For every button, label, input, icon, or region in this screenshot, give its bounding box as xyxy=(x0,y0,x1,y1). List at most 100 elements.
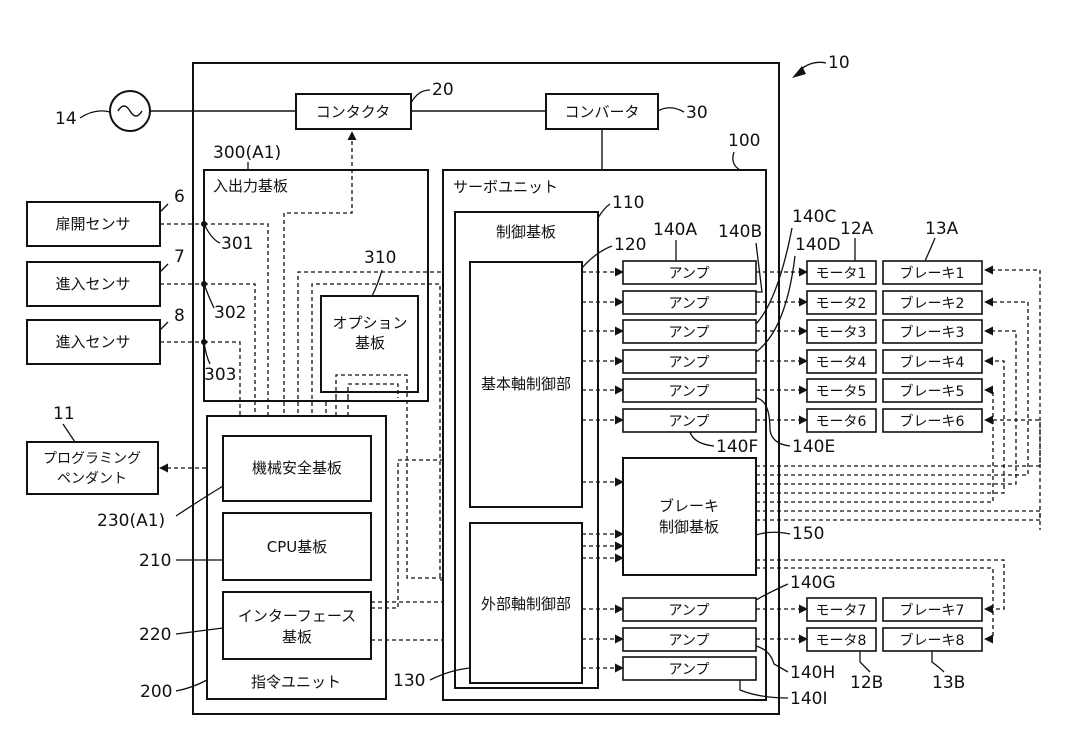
pendant-leader xyxy=(62,423,76,443)
command-unit-num: 200 xyxy=(140,682,172,702)
amp: アンプ xyxy=(622,349,757,374)
motor: モータ8 xyxy=(806,627,877,652)
amp-num: 140E xyxy=(792,437,835,457)
brake: ブレーキ8 xyxy=(882,627,983,652)
contactor-num: 20 xyxy=(432,80,454,100)
frame-arrow-icon xyxy=(792,66,806,78)
sensor-leader xyxy=(159,321,169,331)
amp-leader xyxy=(755,227,793,325)
interface-line2: 基板 xyxy=(282,628,312,646)
amp-leader xyxy=(755,255,796,353)
junction-leader xyxy=(203,223,221,244)
brake-label: ブレーキ1 xyxy=(900,265,965,282)
junction-leader xyxy=(203,341,211,365)
basic-axis-leader xyxy=(581,245,613,269)
amp-leader xyxy=(755,397,791,447)
servo-unit-num: 100 xyxy=(728,131,760,151)
brake-label: ブレーキ3 xyxy=(900,324,965,341)
brake-signal-lines xyxy=(756,265,1041,644)
external-axis-num: 130 xyxy=(393,671,425,691)
sensor-label: 扉開センサ xyxy=(55,215,130,233)
motor: モータ4 xyxy=(806,349,877,374)
amp-leader xyxy=(755,583,789,601)
amp-num: 140D xyxy=(795,235,841,255)
brake-board-line2: 制御基板 xyxy=(659,518,719,536)
brake-label: ブレーキ5 xyxy=(900,383,965,400)
cpu-board-label: CPU基板 xyxy=(267,538,328,556)
safety-board: 機械安全基板 xyxy=(222,435,372,502)
brake-group-num: 13B xyxy=(932,673,965,693)
external-axis-leader xyxy=(429,667,471,681)
amp-num: 140C xyxy=(792,207,836,227)
control-board-title: 制御基板 xyxy=(496,223,556,241)
amp: アンプ xyxy=(622,378,757,403)
amp-label: アンプ xyxy=(668,662,709,678)
brake: ブレーキ4 xyxy=(882,349,983,374)
motor: モータ1 xyxy=(806,260,877,285)
programming-pendant: プログラミング ペンダント xyxy=(26,441,159,495)
power-leader xyxy=(79,110,111,119)
sensor-num: 8 xyxy=(174,306,185,326)
contactor-leader xyxy=(410,89,431,104)
amp-label: アンプ xyxy=(668,325,709,341)
motor-group-num: 12B xyxy=(850,673,883,693)
sine-wave-icon xyxy=(117,105,143,117)
option-line2: 基板 xyxy=(355,334,385,352)
io-board-title: 入出力基板 xyxy=(213,177,288,195)
option-board: オプション 基板 xyxy=(320,295,419,393)
door-sensor: 扉開センサ xyxy=(26,201,161,247)
amp: アンプ xyxy=(622,290,757,315)
brake-control-board: ブレーキ 制御基板 xyxy=(622,457,757,576)
brake: ブレーキ1 xyxy=(882,260,983,285)
safety-board-label: 機械安全基板 xyxy=(252,459,342,477)
brake: ブレーキ2 xyxy=(882,290,983,315)
brake: ブレーキ7 xyxy=(882,597,983,622)
pendant-num: 11 xyxy=(53,404,75,424)
control-board-num: 110 xyxy=(612,193,644,213)
sensor-leader xyxy=(159,263,169,273)
amp: アンプ xyxy=(622,260,757,285)
entry-sensor-1: 進入センサ xyxy=(26,261,161,307)
brake-board-num: 150 xyxy=(792,524,824,544)
amp-label: アンプ xyxy=(668,414,709,430)
motor-label: モータ7 xyxy=(816,603,867,619)
converter-num: 30 xyxy=(686,103,708,123)
amp: アンプ xyxy=(622,319,757,344)
amp: アンプ xyxy=(622,656,757,681)
junction-leader xyxy=(203,283,215,309)
motor-label: モータ2 xyxy=(816,296,867,312)
external-axis-controller: 外部軸制御部 xyxy=(469,522,583,684)
interface-board-num: 220 xyxy=(139,625,171,645)
motor: モータ2 xyxy=(806,290,877,315)
pendant-line1: プログラミング xyxy=(43,451,141,467)
brake: ブレーキ5 xyxy=(882,378,983,403)
motor-group-num: 12A xyxy=(840,219,874,239)
brake-group-leader xyxy=(931,651,945,673)
safety-board-num: 230(A1) xyxy=(97,511,165,531)
servo-unit-title: サーボユニット xyxy=(453,178,558,196)
amp-label: アンプ xyxy=(668,355,709,371)
junction-num: 303 xyxy=(204,365,236,385)
amp-label: アンプ xyxy=(668,603,709,619)
servo-unit-leader xyxy=(732,151,741,171)
basic-axis-controller: 基本軸制御部 xyxy=(469,261,583,508)
sensor-num: 7 xyxy=(174,247,185,267)
brake-group-leader xyxy=(924,237,936,262)
option-board-num: 310 xyxy=(364,248,396,268)
command-unit-leader xyxy=(175,679,208,692)
amp-leader xyxy=(689,431,715,447)
frame-leader xyxy=(799,61,827,71)
converter: コンバータ xyxy=(545,93,659,130)
contactor: コンタクタ xyxy=(295,93,412,130)
contactor-label: コンタクタ xyxy=(316,103,390,121)
brake-column: ブレーキ1 ブレーキ2 ブレーキ3 ブレーキ4 ブレーキ5 ブレーキ6 ブレーキ… xyxy=(882,260,983,652)
amp-label: アンプ xyxy=(668,296,709,312)
amp-leader xyxy=(755,645,789,673)
command-unit-title: 指令ユニット xyxy=(251,673,341,691)
converter-leader xyxy=(657,107,685,113)
power-source-num: 14 xyxy=(55,109,77,129)
entry-sensor-2: 進入センサ xyxy=(26,319,161,365)
interface-line1: インターフェース xyxy=(238,607,356,625)
amp-leader xyxy=(739,680,789,699)
motor-group-leader xyxy=(859,651,871,673)
